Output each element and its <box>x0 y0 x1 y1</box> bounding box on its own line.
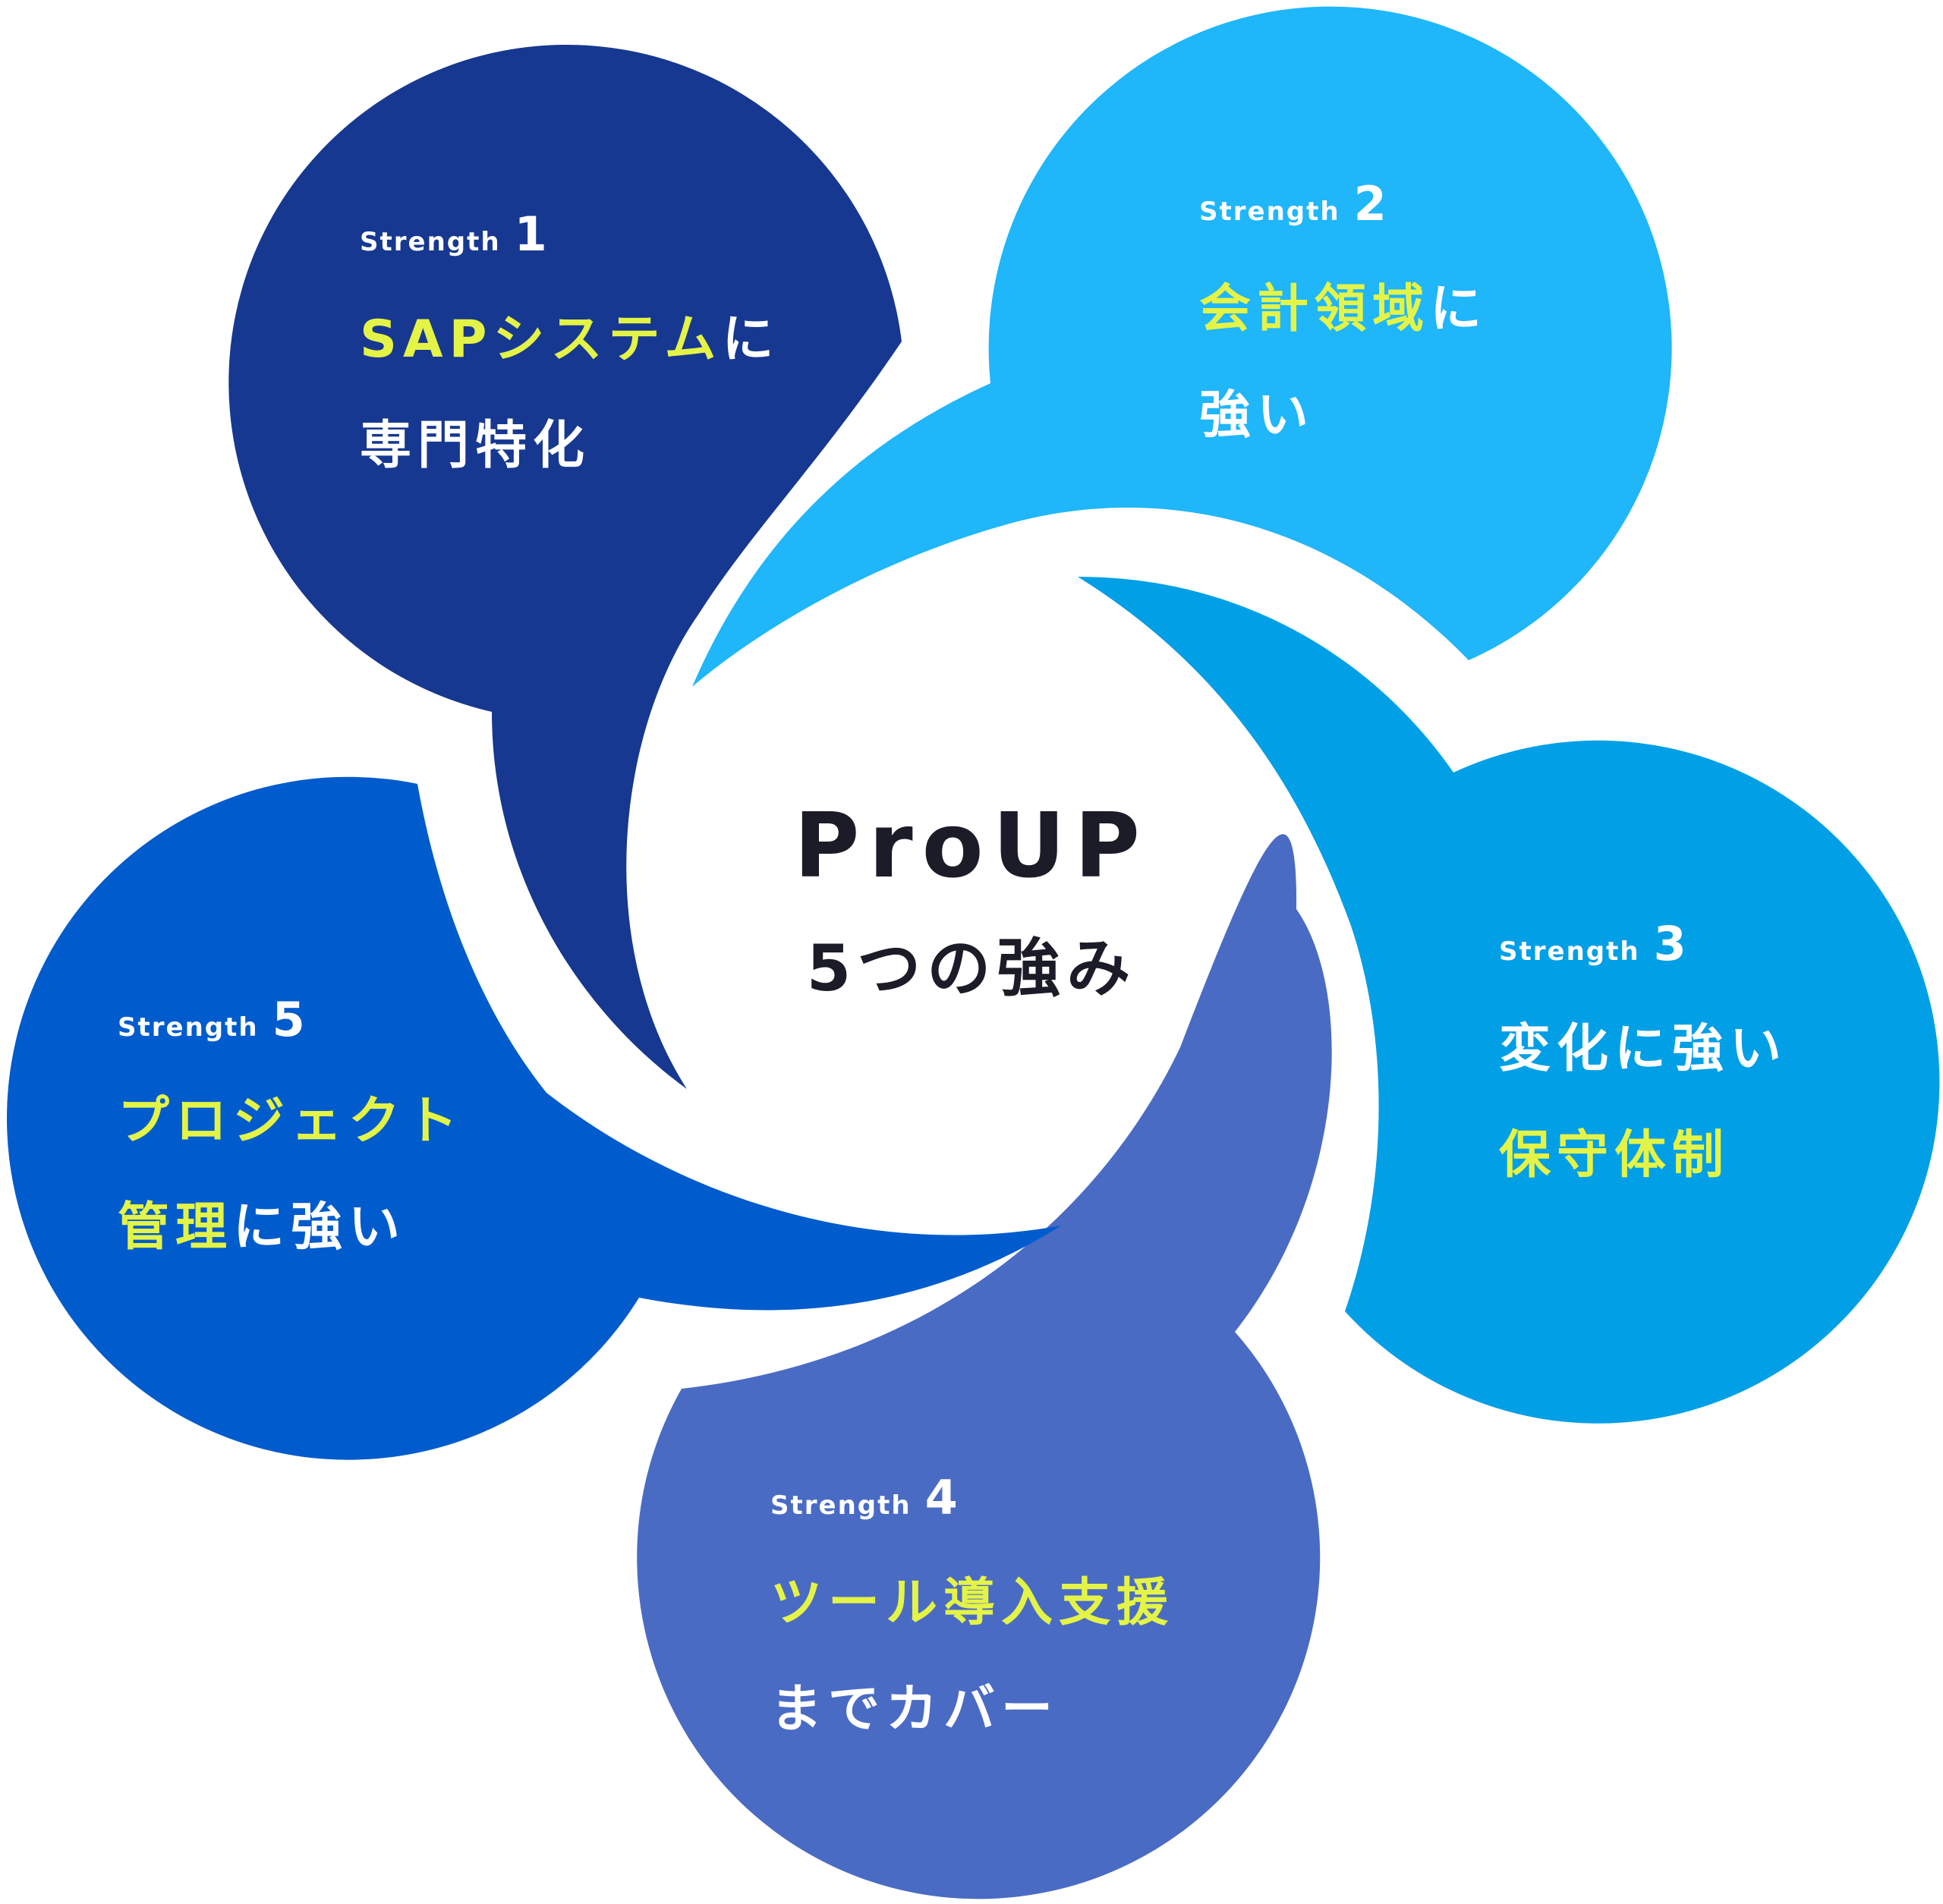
strength-3-word: Strength <box>1499 936 1640 967</box>
strength-1-line2-segment: 専門特化 <box>360 416 590 476</box>
strength-2-line1-segment: 会計領域 <box>1199 279 1430 339</box>
strength-3-line2-segment: 保守体制 <box>1499 1125 1730 1185</box>
strength-5-number: 5 <box>272 992 307 1047</box>
strength-5-line2: 管理に強い <box>118 1197 406 1257</box>
strength-2-line1: 会計領域に <box>1199 279 1488 339</box>
strength-3-petal <box>1078 577 1940 1424</box>
strength-3-group: Strength 3 変化に強い 保守体制 <box>1078 577 1940 1424</box>
strength-2-word: Strength <box>1199 197 1340 227</box>
strength-4-group: Strength 4 ツール導入支援 までカバー <box>637 834 1332 1899</box>
strength-4-line2: までカバー <box>770 1679 1059 1739</box>
strength-4-petal <box>637 834 1332 1899</box>
center-hub: ProUP 5つの強み <box>794 793 1149 1006</box>
strength-2-petal <box>692 6 1672 688</box>
strength-5-line2-segment: 管理 <box>118 1197 233 1257</box>
strength-5-group: Strength 5 プロジェクト 管理に強い <box>7 776 1061 1460</box>
strength-2-label: Strength 2 <box>1199 176 1388 231</box>
strength-2-number: 2 <box>1354 176 1388 231</box>
strength-1-line2: 専門特化 <box>360 416 590 476</box>
strength-4-number: 4 <box>925 1470 959 1525</box>
strength-4-line1: ツール導入支援 <box>770 1573 1174 1633</box>
strength-4-line1-segment: ツール導入支援 <box>770 1573 1174 1633</box>
strength-2-line2: 強い <box>1199 386 1315 445</box>
strength-1-line1: SAPシステムに <box>360 310 779 370</box>
strength-1-word: Strength <box>360 227 501 257</box>
center-subtitle: 5つの強み <box>807 931 1136 1006</box>
strength-3-line1: 変化に強い <box>1499 1019 1787 1079</box>
strength-5-label: Strength 5 <box>118 992 307 1047</box>
strength-4-word: Strength <box>770 1490 912 1521</box>
strength-4-label: Strength 4 <box>770 1470 959 1525</box>
strength-3-label: Strength 3 <box>1499 916 1688 971</box>
strength-2-line1-segment: に <box>1430 279 1488 339</box>
strength-5-line1: プロジェクト <box>118 1091 464 1151</box>
strength-5-line2-segment: に強い <box>233 1197 406 1257</box>
strength-1-number: 1 <box>515 206 549 262</box>
strength-2-line2-segment: 強い <box>1199 386 1315 445</box>
center-title: ProUP <box>794 793 1149 898</box>
strength-1-petal <box>228 44 902 1090</box>
strength-3-line1-segment: 変化に強い <box>1499 1019 1787 1079</box>
strength-5-petal <box>7 776 1061 1460</box>
strength-1-line1-segment: に <box>722 310 779 370</box>
strength-3-line2: 保守体制 <box>1499 1125 1730 1185</box>
strength-5-line1-segment: プロジェクト <box>118 1091 464 1151</box>
strength-4-line2-segment: までカバー <box>770 1679 1059 1739</box>
strength-1-label: Strength 1 <box>360 206 549 262</box>
strength-3-number: 3 <box>1654 916 1688 971</box>
strength-5-word: Strength <box>118 1012 259 1043</box>
strength-1-group: Strength 1 SAPシステムに 専門特化 <box>228 44 902 1090</box>
strength-1-line1-segment: SAPシステム <box>360 310 722 370</box>
